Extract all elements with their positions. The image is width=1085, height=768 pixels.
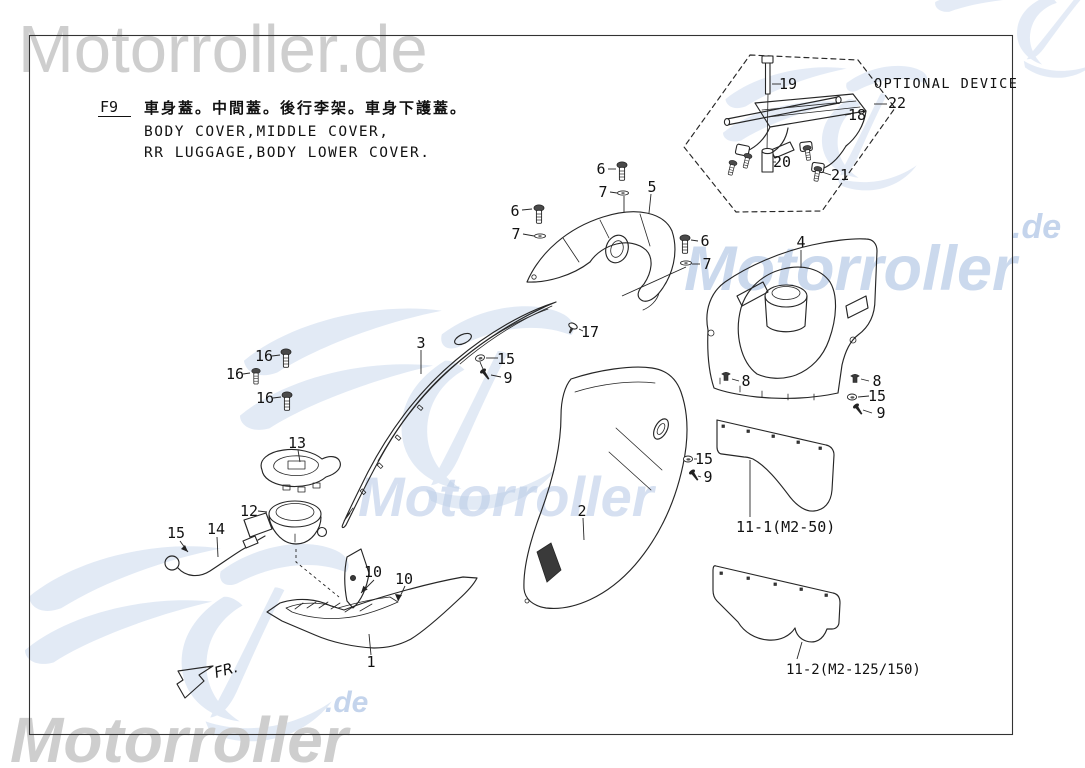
bolt-6-left: [533, 204, 545, 224]
rivet-8-right: [850, 373, 860, 383]
callout-7-left: 7: [511, 225, 520, 243]
callout-7-right: 7: [702, 255, 711, 273]
callout-4: 4: [796, 233, 805, 251]
front-direction-indicator: FR.: [176, 658, 240, 699]
callout-16-c: 16: [256, 389, 274, 407]
washer-7-right: [680, 260, 692, 266]
optional-device-inset: [683, 54, 896, 213]
figure-title-en-line2: RR LUGGAGE,BODY LOWER COVER.: [144, 145, 430, 161]
screw-9-part4: [852, 402, 865, 417]
part-2-body-cover-right: [523, 366, 688, 609]
clip-15-part2: [682, 455, 694, 463]
callout-15-part2: 15: [695, 450, 713, 468]
watermark-brand-top: Motorroller.de: [18, 12, 428, 87]
bolt-21-a: [725, 159, 738, 177]
washer-7-top: [617, 190, 629, 196]
callout-8-left: 8: [741, 372, 750, 390]
part-12-cap: [243, 500, 340, 598]
callout-14: 14: [207, 520, 225, 538]
part-1-body-lower-cover: [266, 548, 478, 649]
figure-code: F9: [100, 98, 118, 116]
callout-22: 22: [888, 94, 906, 112]
callout-16-b: 16: [226, 365, 244, 383]
washer-7-left: [534, 233, 546, 239]
callout-1: 1: [366, 653, 375, 671]
callout-10-a: 10: [364, 563, 382, 581]
callout-9-part2: 9: [703, 468, 712, 486]
callout-7-top: 7: [598, 183, 607, 201]
callout-13: 13: [288, 434, 306, 452]
part-11-1-mud-flap: [716, 419, 835, 517]
optional-device-label: OPTIONAL DEVICE: [874, 76, 1018, 92]
watermark-de-right: .de: [1012, 208, 1061, 246]
watermark-de-bottom: .de: [325, 686, 368, 719]
callout-6-top: 6: [596, 160, 605, 178]
figure-title-en-line1: BODY COVER,MIDDLE COVER,: [144, 124, 390, 140]
part-3-body-cover-left: [341, 301, 557, 529]
watermark-brand-right: Motorroller: [684, 234, 1020, 304]
callout-16-a: 16: [255, 347, 273, 365]
callout-9-part4: 9: [876, 404, 885, 422]
callout-19: 19: [779, 75, 797, 93]
screw-9-part2: [688, 468, 701, 483]
variant-label-11-2: 11-2(M2-125/150): [786, 662, 921, 678]
callout-5: 5: [647, 178, 656, 196]
callout-9-part3: 9: [503, 369, 512, 387]
callout-15-part4: 15: [868, 387, 886, 405]
part-11-2-mud-flap: [712, 565, 841, 660]
spacer-20: [761, 147, 774, 173]
callout-3: 3: [416, 334, 425, 352]
bolt-16-b: [251, 367, 261, 385]
callout-15-cable: 15: [167, 524, 185, 542]
callout-10-b: 10: [395, 570, 413, 588]
leader-arrowheads: [181, 545, 402, 601]
part-14-cable: [164, 535, 266, 577]
screw-17: [568, 322, 578, 334]
callout-21: 21: [831, 166, 849, 184]
rivet-8-left: [721, 371, 731, 381]
callout-6-left: 6: [510, 202, 519, 220]
hexagon-boundary: [683, 54, 896, 213]
callout-labels: 6 7 6 7 5 6 7 17 3 15 9 4 8 8 15 9 15 9 …: [167, 75, 1018, 678]
bolt-19: [761, 55, 774, 151]
page-border: [28, 34, 1014, 736]
callout-2: 2: [577, 502, 586, 520]
bolt-21-c: [802, 144, 814, 162]
figure-header: F9 車身蓋。中間蓋。後行李架。車身下護蓋。 BODY COVER,MIDDLE…: [98, 98, 467, 161]
part-4-middle-cover: [706, 238, 878, 401]
bolt-6-top: [616, 161, 628, 181]
callout-8-right: 8: [872, 372, 881, 390]
callout-6-right: 6: [700, 232, 709, 250]
callout-12: 12: [240, 502, 258, 520]
part-13-bezel: [260, 448, 341, 493]
callout-20: 20: [773, 153, 791, 171]
clip-15-part3: [474, 353, 486, 363]
part-5-grab-rail: [526, 211, 676, 311]
callout-17: 17: [581, 323, 599, 341]
fr-arrow-icon: [176, 665, 214, 699]
watermark-brand-mid: Motorroller: [358, 465, 657, 528]
motorroller-logo-watermark-corner: [924, 0, 1085, 88]
clip-15-part4: [846, 393, 858, 401]
figure-title-zh: 車身蓋。中間蓋。後行李架。車身下護蓋。: [144, 99, 467, 117]
fr-label: FR.: [212, 658, 240, 682]
callout-15-part3: 15: [497, 350, 515, 368]
variant-label-11-1: 11-1(M2-50): [736, 518, 835, 536]
watermark-brand-bottom: Motorroller: [10, 704, 351, 768]
watermark-layer: Motorroller.de Motorroller Motorroller M…: [10, 0, 1085, 768]
callout-18: 18: [848, 106, 866, 124]
